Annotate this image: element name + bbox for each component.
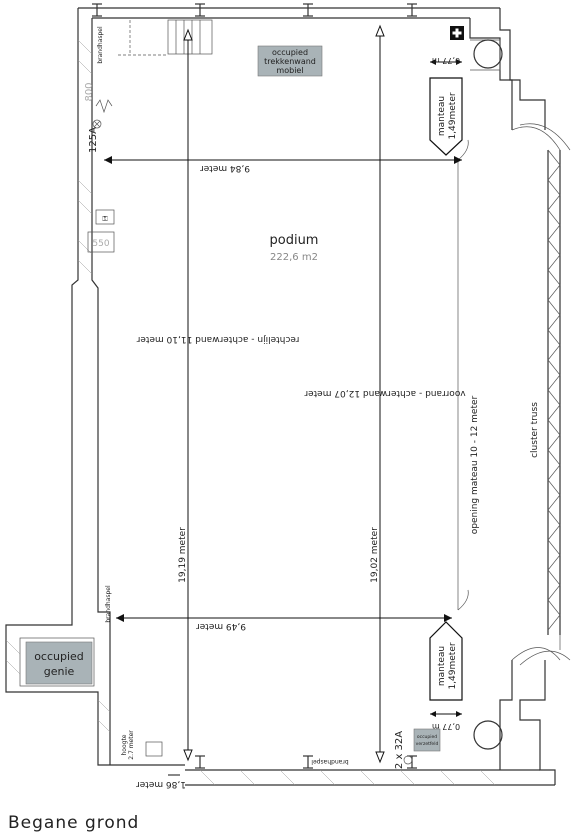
occupied-genie: occupied genie	[25, 641, 93, 685]
occupied-trekkenwand-line1: occupied	[272, 48, 308, 57]
occupied-trekkenwand-line2: trekkenwand	[264, 57, 316, 66]
occupied-genie-line2: genie	[44, 665, 75, 678]
occupied-trekkenwand: occupied trekkenwand mobiel	[257, 45, 323, 77]
label-125a: 125A	[88, 127, 99, 153]
cluster-truss-label: cluster truss	[530, 402, 540, 458]
dim-side-top: 0,77 m	[432, 56, 460, 65]
speaker-icons	[470, 39, 503, 750]
occupied-verzetfeld-line2: verzetfeld	[416, 741, 439, 747]
label-550: 550	[92, 239, 109, 249]
dim-voorrand: voorrand - achterwand 12,07 meter	[304, 388, 466, 398]
label-800: 800	[84, 82, 95, 101]
label-brandhaspel-1: brandhaspel	[97, 26, 104, 64]
occupied-trekkenwand-line3: mobiel	[276, 66, 303, 75]
floor-title: Begane grond	[8, 813, 139, 833]
stage-area: 222,6 m2	[270, 252, 318, 263]
label-brandhaspel-3: brandhaspel	[311, 758, 349, 765]
dim-opening: opening mateau 10 - 12 meter	[470, 395, 480, 534]
dim-rechtelijn: rechtelijn - achterwand 11,10 meter	[136, 334, 299, 344]
label-2x32a: 2 x 32A	[394, 731, 405, 769]
batten-markers	[92, 3, 417, 769]
dim-width-top: 9,84 meter	[200, 163, 250, 173]
occupied-verzetfeld-line1: occupied	[417, 734, 437, 740]
label-brandhaspel-2: brandhaspel	[105, 585, 112, 623]
walls	[5, 7, 571, 786]
manteau-top-label: manteau	[437, 96, 447, 136]
dimension-lines	[104, 24, 462, 764]
stair	[118, 19, 213, 56]
dim-depth-left: 19,19 meter	[178, 527, 188, 583]
manteau-bottom: manteau 1,49meter	[429, 621, 463, 701]
manteau-bottom-label: manteau	[437, 646, 447, 686]
label-hoogte-2: 2.7 meter	[128, 730, 135, 760]
left-annotations: ⚿	[87, 99, 413, 765]
manteau-bottom-size: 1,49meter	[448, 642, 458, 689]
label-hoogte-1: hoogte	[121, 734, 128, 755]
first-aid-icon	[450, 26, 464, 40]
dim-width-bottom: 9,49 meter	[196, 621, 246, 631]
occupied-genie-line1: occupied	[34, 650, 84, 663]
dim-depth-right: 19,02 meter	[370, 527, 380, 583]
manteau-top: manteau 1,49meter	[429, 77, 463, 156]
occupied-verzetfeld: occupied verzetfeld	[413, 728, 441, 752]
cluster-truss	[547, 149, 561, 635]
dim-side-bottom: 0,77 m	[432, 722, 460, 731]
svg-text:⚿: ⚿	[102, 215, 108, 223]
dim-corner: 1,86 meter	[136, 779, 186, 789]
manteau-top-size: 1,49meter	[448, 92, 458, 139]
stage-name: podium	[270, 233, 319, 248]
